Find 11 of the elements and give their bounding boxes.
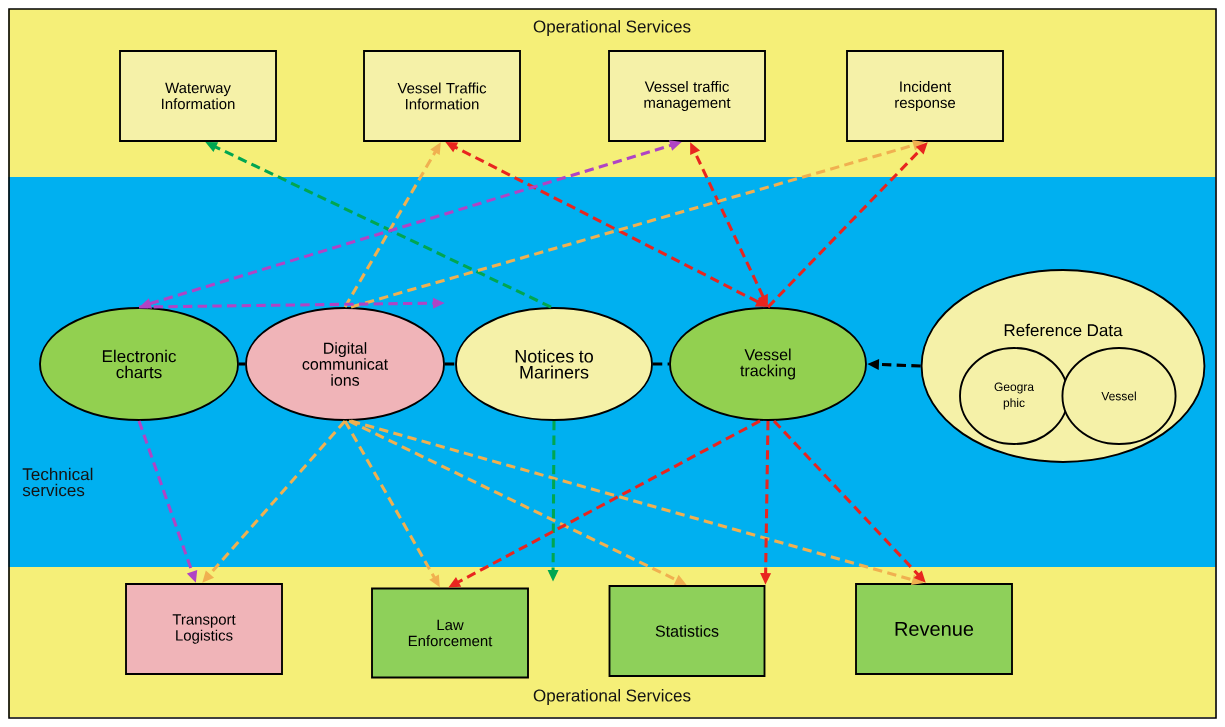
service-box: Vessel Traffic Information bbox=[363, 50, 521, 142]
connector-line bbox=[652, 362, 670, 366]
service-box: Transport Logistics bbox=[125, 583, 283, 675]
connector-line bbox=[444, 362, 456, 366]
service-box: Law Enforcement bbox=[371, 587, 529, 679]
service-box: Statistics bbox=[608, 585, 766, 677]
service-box: Vessel traffic management bbox=[608, 50, 766, 142]
service-box: Revenue bbox=[855, 583, 1013, 675]
service-box: Incident response bbox=[846, 50, 1004, 142]
connector-line bbox=[238, 362, 246, 366]
service-box: Waterway Information bbox=[119, 50, 277, 142]
